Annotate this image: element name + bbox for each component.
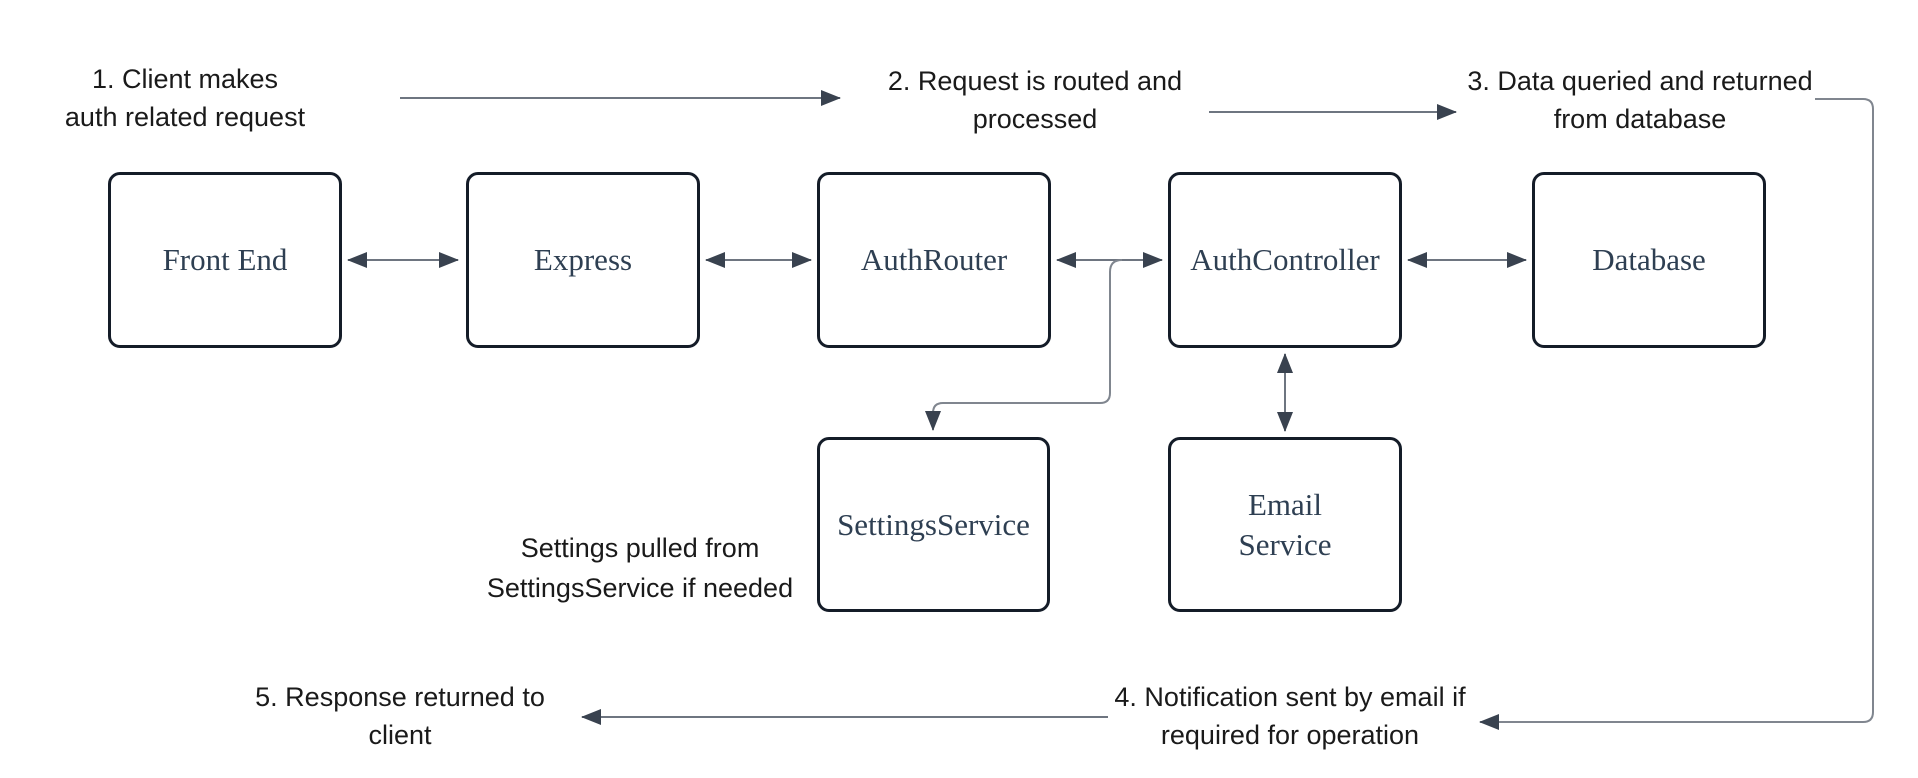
node-email-service[interactable]: Email Service — [1168, 437, 1402, 612]
step-label-2: 2. Request is routed and processed — [887, 66, 1183, 134]
step-label-5: 5. Response returned to client — [255, 682, 545, 750]
node-settings-service[interactable]: SettingsService — [817, 437, 1050, 612]
step-label-1: 1. Client makes auth related request — [64, 64, 306, 132]
node-auth-controller[interactable]: AuthController — [1168, 172, 1402, 348]
node-express[interactable]: Express — [466, 172, 700, 348]
step-label-4: 4. Notification sent by email if require… — [1114, 682, 1466, 750]
note-settings-pulled: Settings pulled from SettingsService if … — [486, 533, 794, 603]
node-front-end[interactable]: Front End — [108, 172, 342, 348]
node-auth-router[interactable]: AuthRouter — [817, 172, 1051, 348]
step-label-3: 3. Data queried and returned from databa… — [1467, 66, 1813, 134]
node-database[interactable]: Database — [1532, 172, 1766, 348]
